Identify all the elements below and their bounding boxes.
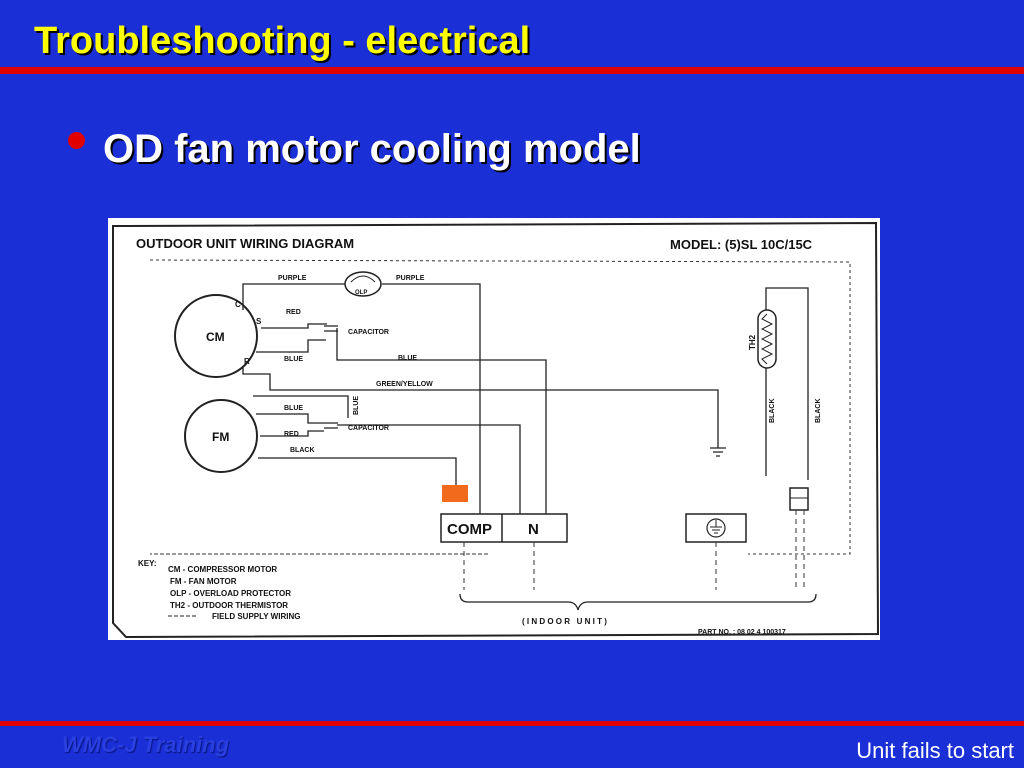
ground-icon [706, 518, 726, 538]
thermistor-connector [789, 487, 809, 511]
cm-label: CM [206, 330, 225, 344]
olp-label: OLP [355, 290, 367, 296]
wire-purple-left: PURPLE [278, 275, 307, 282]
terminal-block [440, 513, 568, 543]
footer-subtitle: Unit fails to start [856, 738, 1014, 763]
indoor-unit-label: ( I N D O O R U N I T ) [522, 617, 607, 626]
cm-wiring [242, 283, 719, 516]
key-item-2: FM - FAN MOTOR [170, 577, 237, 586]
wiring-diagram: OUTDOOR UNIT WIRING DIAGRAM MODEL: (5)SL… [108, 218, 880, 640]
wire-purple-right: PURPLE [396, 275, 425, 282]
n-terminal-label: N [528, 521, 539, 538]
wiring-diagram-svg: OUTDOOR UNIT WIRING DIAGRAM MODEL: (5)SL… [112, 221, 880, 639]
pin-c-label: C [235, 300, 241, 309]
wire-black-th-left: BLACK [769, 399, 776, 424]
ground-terminal [685, 513, 747, 543]
wire-blue-cm: BLUE [284, 356, 303, 363]
compressor-motor [174, 294, 258, 378]
wire-blue-fm: BLUE [284, 405, 303, 412]
slide-title: Troubleshooting - electrical [34, 20, 531, 62]
key-item-3: OLP - OVERLOAD PROTECTOR [170, 589, 291, 598]
capacitor-2-label: CAPACITOR [348, 425, 389, 432]
bullet-item: OD fan motor cooling model [68, 124, 641, 174]
olp [344, 271, 382, 297]
th2-label: TH2 [748, 334, 757, 350]
bullet-text: OD fan motor cooling model [103, 126, 641, 171]
wire-blue-long: BLUE [398, 355, 417, 362]
bullet-icon [68, 131, 85, 149]
thermistor-element [760, 313, 774, 365]
wire-black-th-right: BLACK [815, 399, 822, 424]
highlighted-connector [442, 485, 468, 502]
key-item-4: TH2 - OUTDOOR THERMISTOR [170, 601, 288, 610]
diagram-heading: OUTDOOR UNIT WIRING DIAGRAM [136, 236, 354, 251]
diagram-frame [112, 221, 880, 639]
model-label: MODEL: (5)SL 10C/15C [670, 237, 813, 252]
capacitor-1-label: CAPACITOR [348, 329, 389, 336]
footer-watermark: WMC-J Training [62, 732, 230, 757]
key-label: KEY: [138, 559, 157, 568]
key-field-wiring: FIELD SUPPLY WIRING [212, 612, 300, 621]
wire-blue-vertical: BLUE [353, 396, 360, 415]
comp-terminal-label: COMP [447, 521, 492, 538]
field-supply-lines [463, 510, 805, 590]
wire-black-fm: BLACK [290, 447, 315, 454]
olp-contact [350, 275, 376, 283]
thermistor [757, 309, 777, 369]
wire-red-fm: RED [284, 431, 299, 438]
wire-red-cm: RED [286, 309, 301, 316]
ground-symbol [710, 520, 722, 534]
indoor-unit-brace [459, 593, 817, 611]
key-item-1: CM - COMPRESSOR MOTOR [168, 565, 277, 574]
pin-s-label: S [256, 317, 262, 326]
fm-wiring [253, 395, 726, 516]
fm-label: FM [212, 430, 229, 444]
fan-motor [184, 399, 258, 473]
part-number: PART NO. : 08 02 4 100317 [698, 629, 786, 636]
wire-green-yellow: GREEN/YELLOW [376, 381, 433, 388]
unit-enclosure [149, 259, 851, 555]
title-divider [0, 67, 1024, 74]
footer-divider [0, 721, 1024, 726]
pin-r-label: R [244, 357, 250, 366]
